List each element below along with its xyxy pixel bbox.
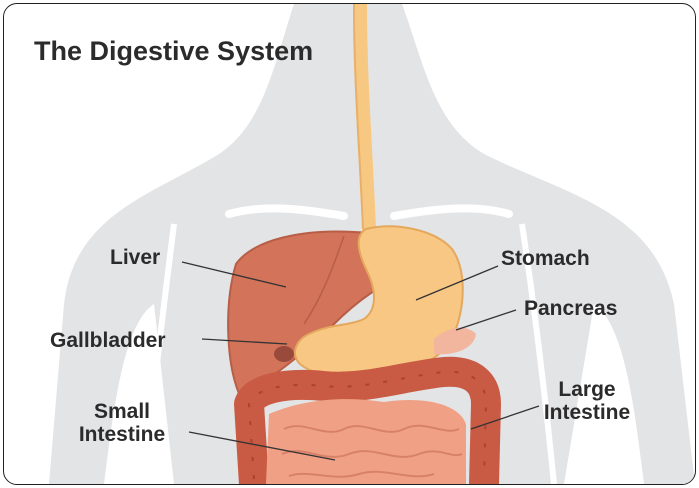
label-small-intestine-line2: Intestine — [66, 423, 178, 446]
label-small-intestine-line1: Small — [66, 400, 178, 423]
label-liver: Liver — [110, 246, 160, 269]
label-gallbladder: Gallbladder — [50, 329, 166, 352]
diagram-frame: The Digestive System Liver Stomach Pancr… — [3, 3, 696, 485]
label-large-intestine: Large Intestine — [532, 378, 642, 424]
label-large-intestine-line2: Intestine — [532, 401, 642, 424]
diagram-title: The Digestive System — [34, 36, 313, 67]
label-pancreas: Pancreas — [524, 297, 617, 320]
label-small-intestine: Small Intestine — [66, 400, 178, 446]
gallbladder — [274, 346, 294, 362]
label-large-intestine-line1: Large — [532, 378, 642, 401]
small-intestine — [266, 399, 466, 484]
label-stomach: Stomach — [501, 247, 590, 270]
